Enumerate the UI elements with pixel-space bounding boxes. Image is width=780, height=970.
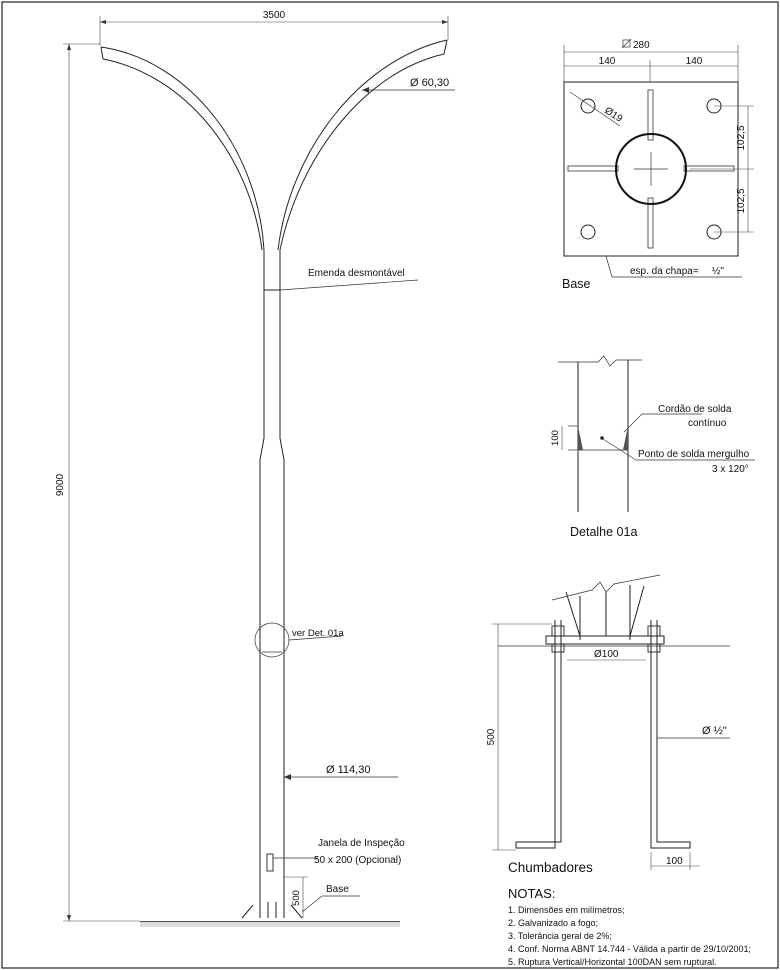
- note-item: 1. Dimensões em milímetros;: [508, 905, 625, 915]
- plug-label-line2: 3 x 120°: [712, 464, 749, 475]
- plate-overall-label: 280: [633, 40, 650, 51]
- note-item: 5. Ruptura Vertical/Horizontal 100DAN se…: [508, 957, 717, 967]
- plate-vertical-lower-label: 102,5: [736, 188, 747, 213]
- detail-break-line: [558, 355, 642, 367]
- taper-right: [279, 437, 285, 461]
- right-arm-end: [443, 39, 448, 55]
- rib-left: [567, 165, 619, 172]
- plate-half-right-label: 140: [686, 56, 703, 67]
- anchor-bolts-view: Ø100 500 Ø ½" 100 Chumbadores: [486, 574, 730, 875]
- window-label-line1: Janela de Inspeção: [318, 838, 405, 849]
- base-plate-view: 280 140 140 Ø19 102,5 102,5 esp. da chap…: [562, 38, 754, 291]
- hole-diameter-label: Ø19: [602, 105, 624, 125]
- right-arm-outer: [277, 39, 448, 251]
- inspection-window: [266, 853, 274, 872]
- plug-weld-point: [600, 436, 604, 440]
- right-arm-inner: [279, 53, 445, 251]
- base-label: Base: [326, 884, 349, 895]
- notes-block: NOTAS: 1. Dimensões em milímetros; 2. Ga…: [508, 886, 751, 967]
- anchor-length-label: 500: [486, 728, 497, 745]
- ground-hatch: [140, 922, 400, 927]
- rib-top: [647, 89, 654, 141]
- note-item: 2. Galvanizado a fogo;: [508, 918, 598, 928]
- left-arm-end: [100, 46, 104, 60]
- bolt-hole: [580, 224, 596, 240]
- pole-elevation: 3500 Ø 60,30 Emenda desmontável ver Det.…: [55, 10, 455, 927]
- left-arm-inner: [102, 58, 263, 251]
- detail-01a-view: 100 Cordão de solda contínuo Ponto de so…: [550, 355, 755, 539]
- hook-dimension-label: 100: [666, 856, 683, 867]
- splice-leader: [279, 279, 419, 291]
- anchor-break-line: [551, 574, 661, 601]
- detail-height-label: 100: [550, 430, 561, 446]
- width-dimension-label: 3500: [263, 10, 286, 21]
- tube-circle: [615, 133, 687, 205]
- anchor-bolts-title: Chumbadores: [508, 860, 593, 875]
- plug-label-line1: Ponto de solda mergulho: [638, 449, 750, 460]
- thickness-value: ½": [712, 266, 724, 277]
- arm-diameter-label: Ø 60,30: [410, 77, 449, 89]
- splice-label: Emenda desmontável: [308, 268, 405, 279]
- notes-title: NOTAS:: [508, 886, 555, 901]
- bolt-left-hook: [515, 838, 562, 849]
- bolt-diameter-label: Ø ½": [702, 725, 727, 737]
- bolt-right-hook: [650, 838, 691, 849]
- height-dimension-label: 9000: [55, 473, 66, 496]
- taper-left: [259, 437, 265, 461]
- weld-label-line1: Cordão de solda: [658, 404, 732, 415]
- note-item: 3. Tolerância geral de 2%;: [508, 931, 612, 941]
- base-plate-title: Base: [562, 277, 591, 291]
- plate-half-left-label: 140: [599, 56, 616, 67]
- rib-bottom: [647, 197, 654, 249]
- thickness-label: esp. da chapa=: [630, 266, 699, 277]
- weld-right: [623, 426, 628, 450]
- detail-reference-label: ver Det. 01a: [292, 628, 344, 639]
- plate-vertical-upper-label: 102,5: [736, 125, 747, 150]
- base-height-label: 500: [291, 890, 302, 906]
- hole-diameter-leader: [569, 91, 621, 127]
- shaft-diameter-label: Ø 114,30: [326, 764, 370, 776]
- bolt-hole: [580, 98, 596, 114]
- weld-left: [578, 426, 583, 450]
- window-label-line2: 50 x 200 (Opcional): [314, 855, 401, 866]
- base-leader: [301, 895, 323, 913]
- center-diameter-label: Ø100: [594, 649, 619, 660]
- rib-right: [683, 165, 735, 172]
- left-arm-outer: [100, 46, 265, 251]
- detail-callout-leader: [288, 635, 343, 641]
- note-item: 4. Conf. Norma ABNT 14.744 - Válida a pa…: [508, 944, 751, 954]
- anchor-base-plate: [545, 635, 665, 645]
- nut-left: [551, 625, 565, 637]
- detail-title: Detalhe 01a: [570, 525, 637, 539]
- weld-label-line2: contínuo: [688, 418, 727, 429]
- nut-right: [647, 625, 661, 637]
